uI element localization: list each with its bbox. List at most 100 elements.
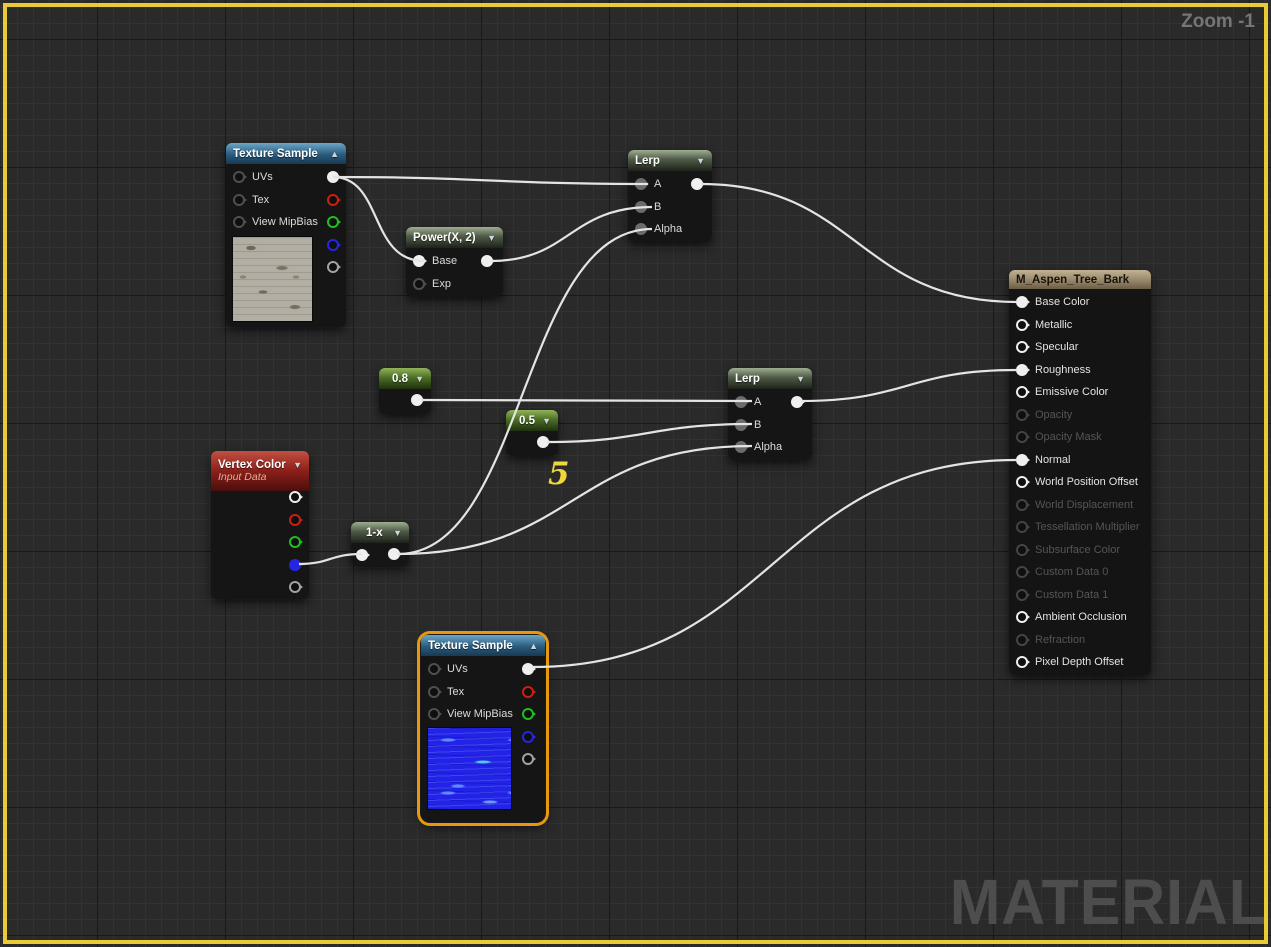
material-pin-custom-data-1[interactable]: Custom Data 1	[1009, 584, 1151, 607]
material-pin-icon[interactable]	[1016, 431, 1030, 444]
material-pin-refraction[interactable]: Refraction	[1009, 629, 1151, 652]
material-pin-icon[interactable]	[1016, 543, 1030, 556]
pin-r-output[interactable]	[327, 193, 341, 206]
pin-rgb-output[interactable]	[327, 171, 341, 183]
material-pin-icon[interactable]	[1016, 633, 1030, 646]
pin-result-output[interactable]	[791, 396, 805, 408]
pin-x-input[interactable]	[356, 549, 370, 561]
material-pin-icon[interactable]	[1016, 566, 1030, 579]
pin-r-output[interactable]	[522, 685, 536, 698]
pin-b-output[interactable]	[289, 558, 303, 571]
material-pin-icon[interactable]	[1016, 341, 1030, 354]
pin-b-output[interactable]	[522, 730, 536, 743]
node-header[interactable]: Lerp ▼	[728, 368, 812, 389]
material-pin-custom-data-0[interactable]: Custom Data 0	[1009, 561, 1151, 584]
material-pin-icon[interactable]	[1016, 498, 1030, 511]
pin-value-output[interactable]	[411, 394, 425, 406]
material-pin-world-displacement[interactable]: World Displacement	[1009, 494, 1151, 517]
material-pin-icon[interactable]	[1016, 318, 1030, 331]
node-constant-0-8[interactable]: 0.8 ▼	[379, 368, 431, 414]
material-pin-icon[interactable]	[1016, 386, 1030, 399]
pin-alpha-input[interactable]	[635, 223, 649, 236]
material-pin-specular[interactable]: Specular	[1009, 336, 1151, 359]
pin-a-output[interactable]	[289, 581, 303, 593]
pin-value-output[interactable]	[537, 436, 551, 448]
node-header[interactable]: Vertex Color ▼ Input Data	[211, 451, 309, 491]
node-one-minus-x[interactable]: 1-x ▼	[351, 522, 409, 566]
collapse-arrow-icon[interactable]: ▼	[293, 460, 302, 470]
pin-a-input[interactable]	[735, 396, 749, 409]
material-pin-icon[interactable]	[1016, 476, 1030, 489]
pin-uvs-input[interactable]	[428, 663, 442, 676]
pin-result-output[interactable]	[691, 178, 705, 190]
material-pin-pixel-depth-offset[interactable]: Pixel Depth Offset	[1009, 651, 1151, 674]
pin-b-output[interactable]	[327, 238, 341, 251]
pin-viewmipbias-input[interactable]	[233, 216, 247, 229]
node-header[interactable]: M_Aspen_Tree_Bark	[1009, 270, 1151, 289]
collapse-arrow-icon[interactable]: ▲	[529, 640, 538, 651]
collapse-arrow-icon[interactable]: ▼	[415, 373, 424, 384]
pin-g-output[interactable]	[522, 708, 536, 720]
material-pin-opacity[interactable]: Opacity	[1009, 404, 1151, 427]
node-material-result[interactable]: M_Aspen_Tree_Bark Base Color Metallic Sp…	[1009, 270, 1151, 675]
material-pin-icon[interactable]	[1016, 611, 1030, 624]
pin-a-output[interactable]	[327, 261, 341, 273]
collapse-arrow-icon[interactable]: ▲	[330, 148, 339, 159]
pin-tex-input[interactable]	[428, 685, 442, 698]
material-pin-base-color[interactable]: Base Color	[1009, 291, 1151, 314]
pin-rgb-output[interactable]	[289, 491, 303, 503]
collapse-arrow-icon[interactable]: ▼	[487, 232, 496, 243]
pin-a-output[interactable]	[522, 753, 536, 765]
node-header[interactable]: 0.5 ▼	[506, 410, 558, 431]
pin-result-output[interactable]	[481, 255, 495, 267]
pin-tex-input[interactable]	[233, 193, 247, 206]
node-header[interactable]: Texture Sample ▲	[421, 635, 545, 656]
pin-base-input[interactable]	[413, 255, 427, 268]
material-pin-icon[interactable]	[1016, 656, 1030, 669]
node-texture-sample-top[interactable]: Texture Sample ▲ UVs Tex View MipBias	[226, 143, 346, 327]
collapse-arrow-icon[interactable]: ▼	[796, 373, 805, 384]
material-pin-icon[interactable]	[1016, 408, 1030, 421]
material-pin-roughness[interactable]: Roughness	[1009, 359, 1151, 382]
pin-b-input[interactable]	[735, 418, 749, 431]
node-vertex-color[interactable]: Vertex Color ▼ Input Data	[211, 451, 309, 599]
material-pin-metallic[interactable]: Metallic	[1009, 314, 1151, 337]
node-texture-sample-bottom-selected[interactable]: Texture Sample ▲ UVs Tex View MipBias	[421, 635, 545, 822]
node-header[interactable]: 0.8 ▼	[379, 368, 431, 389]
material-pin-icon[interactable]	[1016, 296, 1030, 309]
node-header[interactable]: Power(X, 2) ▼	[406, 227, 503, 248]
material-pin-normal[interactable]: Normal	[1009, 449, 1151, 472]
pin-a-input[interactable]	[635, 178, 649, 191]
pin-viewmipbias-input[interactable]	[428, 708, 442, 721]
material-pin-ambient-occlusion[interactable]: Ambient Occlusion	[1009, 606, 1151, 629]
node-power[interactable]: Power(X, 2) ▼ Base Exp	[406, 227, 503, 297]
pin-alpha-input[interactable]	[735, 441, 749, 454]
node-constant-0-5[interactable]: 0.5 ▼	[506, 410, 558, 456]
pin-exp-input[interactable]	[413, 277, 427, 290]
node-header[interactable]: Texture Sample ▲	[226, 143, 346, 164]
material-pin-icon[interactable]	[1016, 588, 1030, 601]
node-header[interactable]: Lerp ▼	[628, 150, 712, 171]
material-pin-icon[interactable]	[1016, 363, 1030, 376]
collapse-arrow-icon[interactable]: ▼	[696, 155, 705, 166]
pin-g-output[interactable]	[289, 536, 303, 548]
node-lerp-middle[interactable]: Lerp ▼ A B Alpha	[728, 368, 812, 460]
material-pin-icon[interactable]	[1016, 521, 1030, 534]
collapse-arrow-icon[interactable]: ▼	[393, 527, 402, 538]
pin-r-output[interactable]	[289, 513, 303, 526]
pin-b-input[interactable]	[635, 200, 649, 213]
collapse-arrow-icon[interactable]: ▼	[542, 415, 551, 426]
material-pin-tessellation-multiplier[interactable]: Tessellation Multiplier	[1009, 516, 1151, 539]
material-pin-subsurface-color[interactable]: Subsurface Color	[1009, 539, 1151, 562]
node-lerp-top[interactable]: Lerp ▼ A B Alpha	[628, 150, 712, 242]
node-header[interactable]: 1-x ▼	[351, 522, 409, 543]
pin-g-output[interactable]	[327, 216, 341, 228]
material-pin-icon[interactable]	[1016, 453, 1030, 466]
material-pin-opacity-mask[interactable]: Opacity Mask	[1009, 426, 1151, 449]
node-title: Vertex Color	[218, 459, 286, 471]
pin-rgb-output[interactable]	[522, 663, 536, 675]
material-pin-world-position-offset[interactable]: World Position Offset	[1009, 471, 1151, 494]
material-pin-emissive-color[interactable]: Emissive Color	[1009, 381, 1151, 404]
pin-result-output[interactable]	[388, 548, 402, 560]
pin-uvs-input[interactable]	[233, 171, 247, 184]
